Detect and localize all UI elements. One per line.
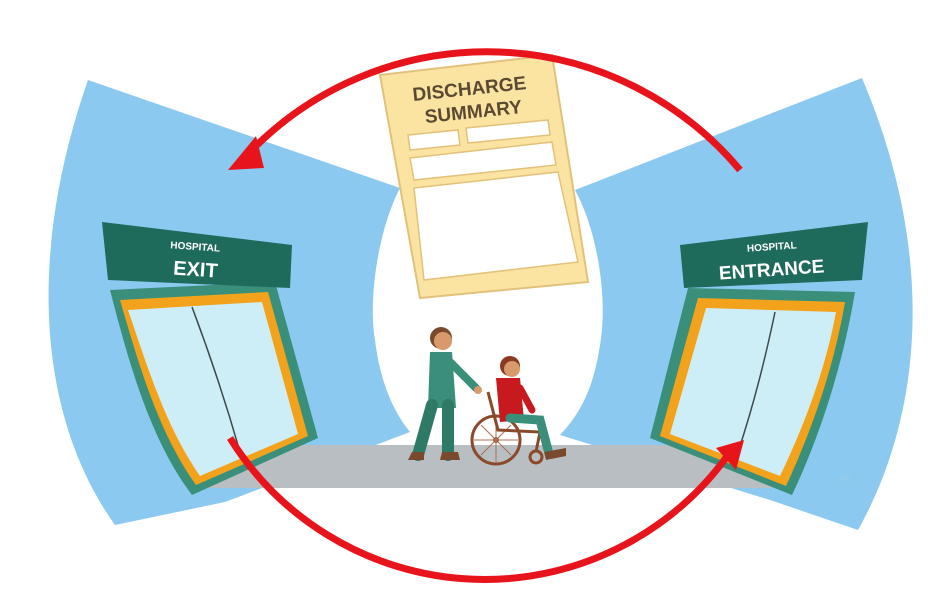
entrance-sign-small-label: HOSPITAL — [747, 240, 797, 254]
floor — [185, 445, 790, 488]
wheelchair-patient-icon — [470, 356, 566, 466]
exit-sign: HOSPITAL EXIT — [102, 222, 292, 288]
exit-sign-label: EXIT — [172, 257, 218, 282]
exit-sign-small-label: HOSPITAL — [170, 240, 220, 254]
bottom-cycle-arrow — [227, 436, 731, 583]
watermark: P7... — [840, 475, 861, 486]
red-cycle-arrow-icon — [227, 48, 744, 583]
discharge-summary-document-icon: DISCHARGE SUMMARY — [378, 53, 590, 300]
nurse-figure-icon — [408, 327, 482, 461]
exit-door — [110, 282, 318, 495]
entrance-door — [650, 288, 855, 495]
entrance-sign: HOSPITAL ENTRANCE — [680, 222, 868, 288]
top-cycle-arrow — [247, 48, 743, 173]
